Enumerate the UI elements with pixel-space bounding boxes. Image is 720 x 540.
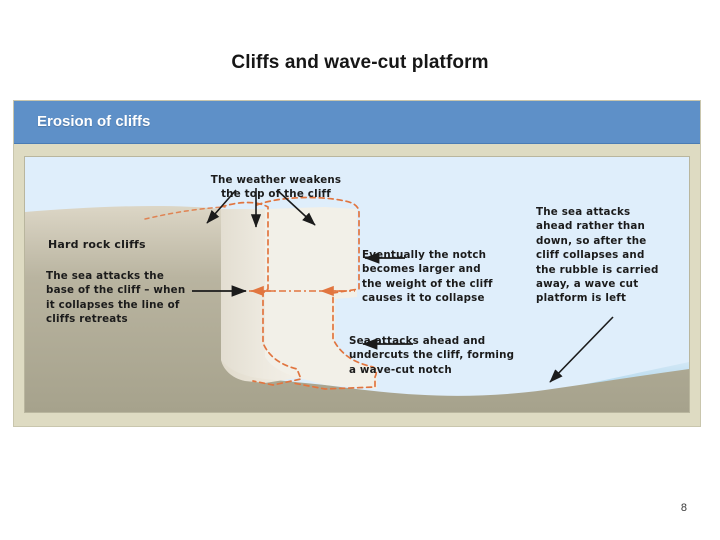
diagram-header-bar: Erosion of cliffs — [14, 101, 700, 144]
arrow-weather-left — [206, 189, 237, 224]
cliff-erosion-illustration — [25, 157, 689, 412]
annotation-wave-cut-platform: The sea attacks ahead rather than down, … — [536, 206, 659, 305]
plateau-erosion-dashes — [144, 206, 226, 220]
page-number: 8 — [680, 502, 687, 514]
land-mass — [25, 205, 689, 412]
annotation-undercuts-cliff: Sea attacks ahead and undercuts the clif… — [349, 335, 515, 376]
diagram-frame: Erosion of cliffs — [14, 101, 700, 426]
annotation-hard-rock-cliffs: Hard rock cliffs — [48, 238, 146, 251]
cliff-scene — [24, 156, 690, 413]
cliff-future-erosion-zone — [265, 207, 377, 389]
annotation-weather-weakens: The weather weakens the top of the cliff — [210, 174, 342, 201]
diagram-header-title: Erosion of cliffs — [37, 113, 151, 130]
arrow-wave-cut-platform — [549, 316, 614, 383]
page-title: Cliffs and wave-cut platform — [231, 52, 489, 73]
cliff-retreat-outline-1 — [220, 201, 303, 386]
annotation-sea-attacks-base: The sea attacks the base of the cliff – … — [46, 270, 186, 326]
annotation-notch-becomes-larger: Eventually the notch becomes larger and … — [362, 249, 493, 305]
arrow-weather-right — [276, 189, 316, 226]
